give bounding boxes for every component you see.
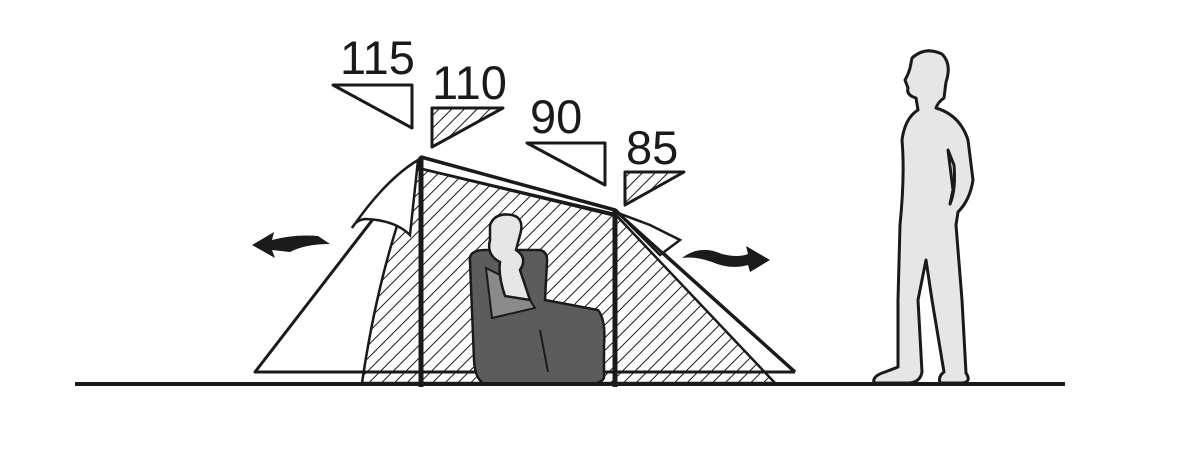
label-text: 115	[340, 31, 415, 84]
arrow-left-icon	[252, 232, 330, 258]
outline-triangle-icon	[525, 141, 607, 187]
label-text: 90	[530, 90, 582, 143]
rolled-door-left	[350, 157, 420, 238]
height-label-115: 115	[331, 31, 415, 130]
hatched-triangle-icon	[430, 106, 505, 149]
arrow-right-icon	[682, 246, 770, 272]
inner-ridge	[424, 169, 616, 217]
outline-triangle-icon	[331, 83, 414, 130]
hatched-triangle-icon	[623, 170, 686, 207]
standing-person	[872, 49, 975, 385]
fly-rear-edge	[616, 211, 797, 374]
height-label-90: 90	[525, 90, 607, 187]
label-text: 110	[432, 56, 507, 109]
height-label-85: 85	[623, 121, 686, 207]
rolled-door-right	[617, 211, 683, 257]
label-text: 85	[626, 121, 678, 174]
sitting-person	[468, 213, 606, 386]
height-label-110: 110	[430, 56, 507, 149]
